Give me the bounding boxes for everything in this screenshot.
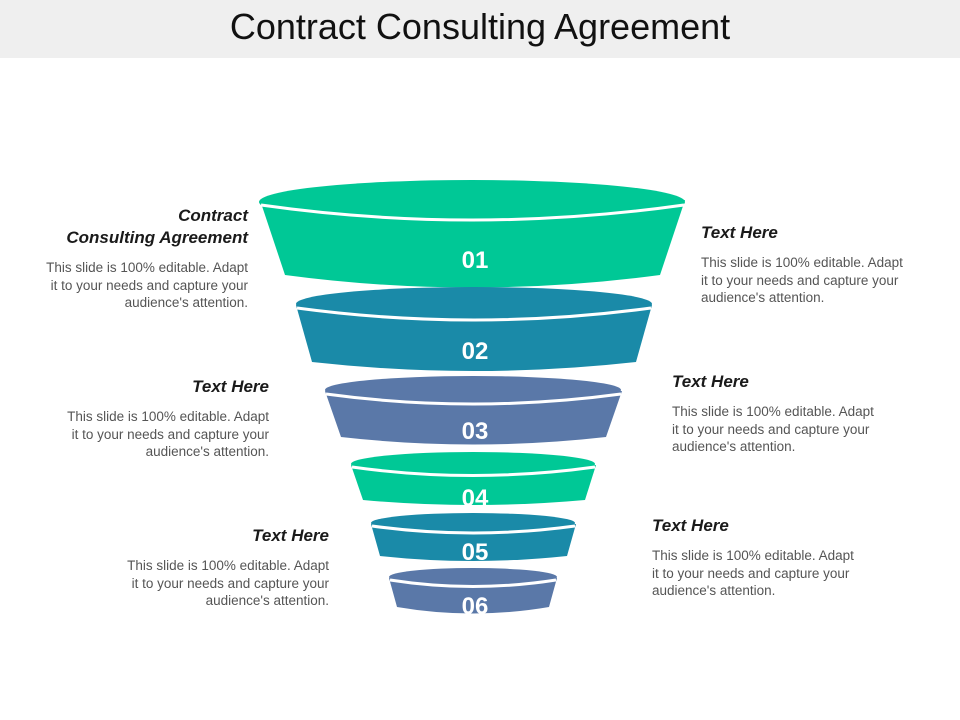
text-block-left-2-heading: Text Here	[192, 377, 269, 396]
funnel-stage-4: 04	[351, 452, 596, 512]
desc-line: it to your needs and capture your	[50, 277, 248, 293]
funnel-stage-4-body	[351, 465, 596, 505]
desc-line: This slide is 100% editable. Adapt	[652, 548, 854, 563]
funnel-stage-1-number: 01	[462, 247, 489, 274]
funnel-stage-2-body	[296, 305, 652, 371]
funnel-stage-3-rim	[325, 392, 622, 406]
desc-line: it to your needs and capture your	[71, 426, 269, 442]
text-block-left-3-heading: Text Here	[252, 526, 329, 545]
desc-line: audience's attention.	[205, 593, 329, 608]
desc-line: audience's attention.	[652, 583, 776, 598]
title-bar	[0, 0, 960, 58]
text-block-right-3-heading: Text Here	[652, 516, 729, 535]
text-block-right-2: Text Here This slide is 100% editable. A…	[672, 371, 912, 456]
text-block-left-3-desc: This slide is 100% editable. Adapt it to…	[100, 557, 329, 610]
desc-line: audience's attention.	[701, 290, 825, 305]
funnel-stage-2-number: 02	[462, 338, 489, 365]
funnel-stage-6-body	[389, 578, 557, 614]
text-block-right-3: Text Here This slide is 100% editable. A…	[652, 515, 892, 600]
text-block-right-3-desc: This slide is 100% editable. Adapt it to…	[652, 547, 892, 600]
funnel-stage-6: 06	[389, 568, 557, 620]
funnel-stage-3-number: 03	[462, 418, 489, 445]
text-block-right-2-desc: This slide is 100% editable. Adapt it to…	[672, 403, 912, 456]
heading-line: Consulting Agreement	[66, 228, 248, 247]
funnel-stage-2-rim	[296, 306, 652, 322]
funnel-stage-2: 02	[296, 287, 652, 371]
desc-line: This slide is 100% editable. Adapt	[127, 558, 329, 573]
funnel-stage-5: 05	[371, 513, 576, 566]
text-block-left-2-desc: This slide is 100% editable. Adapt it to…	[40, 408, 269, 461]
funnel-stage-6-top	[389, 568, 557, 586]
funnel-stage-6-number: 06	[462, 593, 489, 620]
text-block-left-1-heading: Contract Consulting Agreement	[20, 205, 248, 249]
text-block-left-2: Text Here This slide is 100% editable. A…	[40, 376, 269, 461]
funnel-stage-5-body	[371, 524, 576, 561]
funnel-stage-4-number: 04	[462, 485, 489, 512]
text-block-left-1: Contract Consulting Agreement This slide…	[20, 205, 248, 312]
text-block-right-2-heading: Text Here	[672, 372, 749, 391]
funnel-stage-1-body	[260, 200, 685, 288]
text-block-left-3: Text Here This slide is 100% editable. A…	[100, 525, 329, 610]
funnel-stage-3-top	[325, 376, 621, 404]
funnel-stage-2-top	[296, 287, 652, 321]
funnel-stage-1-top	[259, 180, 685, 224]
text-block-left-1-desc: This slide is 100% editable. Adapt it to…	[20, 259, 248, 312]
text-block-right-1: Text Here This slide is 100% editable. A…	[701, 222, 941, 307]
desc-line: This slide is 100% editable. Adapt	[672, 404, 874, 419]
desc-line: it to your needs and capture your	[131, 575, 329, 591]
funnel-stage-5-top	[371, 513, 575, 533]
heading-line: Contract	[178, 206, 248, 225]
desc-line: it to your needs and capture your	[652, 565, 850, 581]
funnel-stage-5-rim	[371, 524, 576, 535]
funnel-stage-3-body	[325, 391, 622, 445]
text-block-right-1-heading: Text Here	[701, 223, 778, 242]
desc-line: it to your needs and capture your	[701, 272, 899, 288]
desc-line: audience's attention.	[124, 295, 248, 310]
funnel-stage-4-rim	[351, 465, 596, 477]
funnel-stage-1-rim	[260, 203, 685, 222]
funnel-stage-4-top	[351, 452, 595, 476]
desc-line: This slide is 100% editable. Adapt	[46, 260, 248, 275]
desc-line: audience's attention.	[145, 444, 269, 459]
funnel-stage-3: 03	[325, 376, 622, 445]
funnel-stage-1: 01	[259, 180, 685, 288]
funnel-stage-5-number: 05	[462, 539, 489, 566]
funnel-stage-6-rim	[389, 578, 557, 588]
text-block-right-1-desc: This slide is 100% editable. Adapt it to…	[701, 254, 941, 307]
page-title: Contract Consulting Agreement	[229, 6, 731, 47]
desc-line: audience's attention.	[672, 439, 796, 454]
desc-line: This slide is 100% editable. Adapt	[701, 255, 903, 270]
desc-line: This slide is 100% editable. Adapt	[67, 409, 269, 424]
desc-line: it to your needs and capture your	[672, 421, 870, 437]
